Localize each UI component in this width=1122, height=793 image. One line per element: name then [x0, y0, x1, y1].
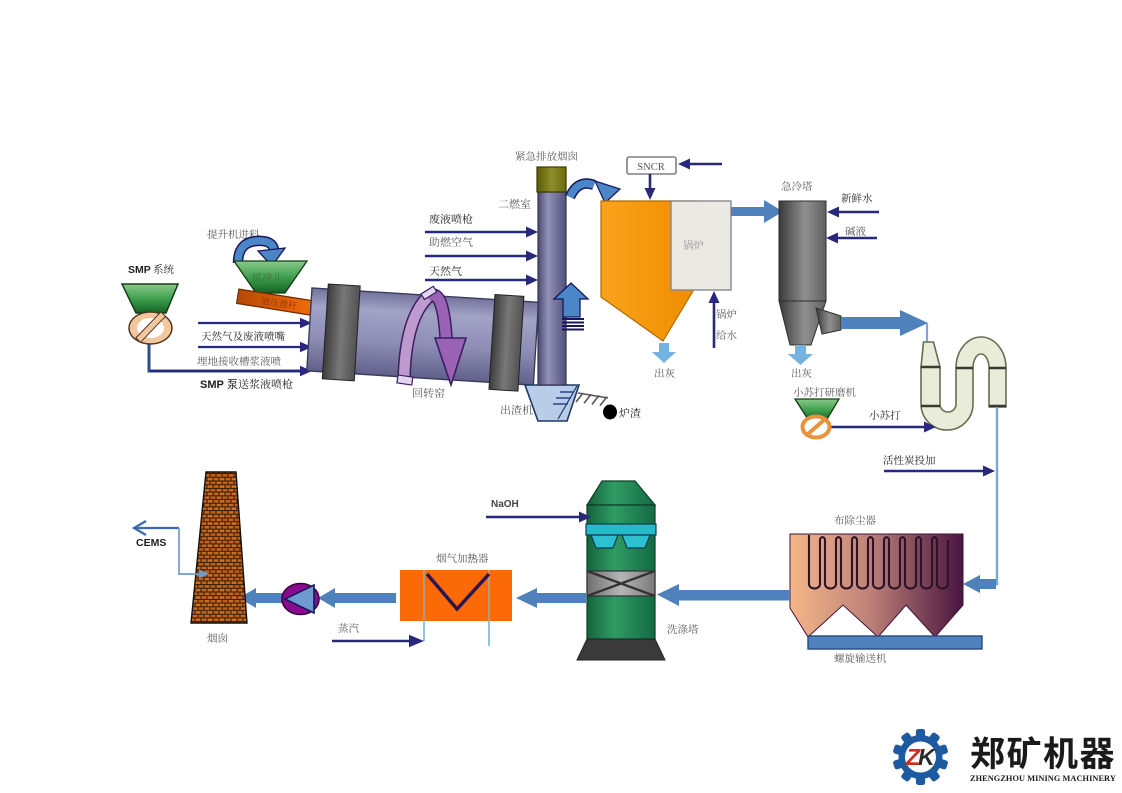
svg-text:紧急排放烟囱: 紧急排放烟囱	[515, 149, 578, 164]
svg-text:炉渣: 炉渣	[619, 405, 641, 421]
svg-text:K: K	[918, 744, 936, 770]
svg-text:新鲜水: 新鲜水	[841, 191, 873, 206]
svg-text:郑矿机器: 郑矿机器	[970, 726, 1116, 777]
svg-text:SNCR: SNCR	[637, 159, 664, 174]
svg-text:活性炭投加: 活性炭投加	[883, 453, 936, 468]
svg-text:SMP: SMP	[128, 264, 151, 276]
svg-text:小苏打: 小苏打	[869, 408, 901, 423]
svg-text:烟气加热器: 烟气加热器	[436, 551, 489, 566]
svg-text:给水: 给水	[716, 328, 737, 343]
svg-text:小苏打研磨机: 小苏打研磨机	[793, 385, 856, 400]
svg-text:洗涤塔: 洗涤塔	[667, 622, 699, 637]
svg-text:二燃室: 二燃室	[498, 196, 531, 212]
svg-text:烟囱: 烟囱	[207, 631, 228, 646]
svg-text:天然气: 天然气	[429, 263, 462, 279]
svg-text:出灰: 出灰	[791, 366, 812, 381]
svg-text:急冷塔: 急冷塔	[781, 179, 813, 194]
svg-text:Z: Z	[905, 744, 921, 770]
svg-text:出灰: 出灰	[654, 366, 675, 381]
svg-text:天然气及废液喷嘴: 天然气及废液喷嘴	[201, 329, 285, 344]
svg-text:出渣机: 出渣机	[500, 402, 533, 418]
svg-text:泵送浆液喷枪: 泵送浆液喷枪	[227, 376, 293, 392]
svg-text:CEMS: CEMS	[136, 537, 166, 549]
svg-text:锅炉: 锅炉	[716, 307, 737, 322]
svg-text:锅炉: 锅炉	[683, 238, 704, 253]
svg-text:ZHENGZHOU MINING MACHINERY: ZHENGZHOU MINING MACHINERY	[970, 774, 1116, 783]
svg-text:系统: 系统	[153, 262, 174, 277]
svg-text:SMP: SMP	[200, 379, 224, 391]
svg-text:蒸汽: 蒸汽	[338, 621, 359, 636]
svg-text:废液喷枪: 废液喷枪	[429, 211, 473, 227]
svg-text:NaOH: NaOH	[491, 499, 519, 510]
svg-text:助燃空气: 助燃空气	[429, 234, 473, 250]
svg-text:回转窑: 回转窑	[412, 385, 445, 401]
svg-text:布除尘器: 布除尘器	[834, 513, 876, 528]
svg-text:缓冲斗: 缓冲斗	[252, 269, 282, 284]
svg-text:液压推杆: 液压推杆	[260, 294, 298, 312]
svg-text:螺旋输送机: 螺旋输送机	[834, 651, 887, 666]
svg-text:埋地接收槽浆液喷: 埋地接收槽浆液喷	[197, 354, 281, 369]
svg-text:碱液: 碱液	[845, 224, 866, 239]
